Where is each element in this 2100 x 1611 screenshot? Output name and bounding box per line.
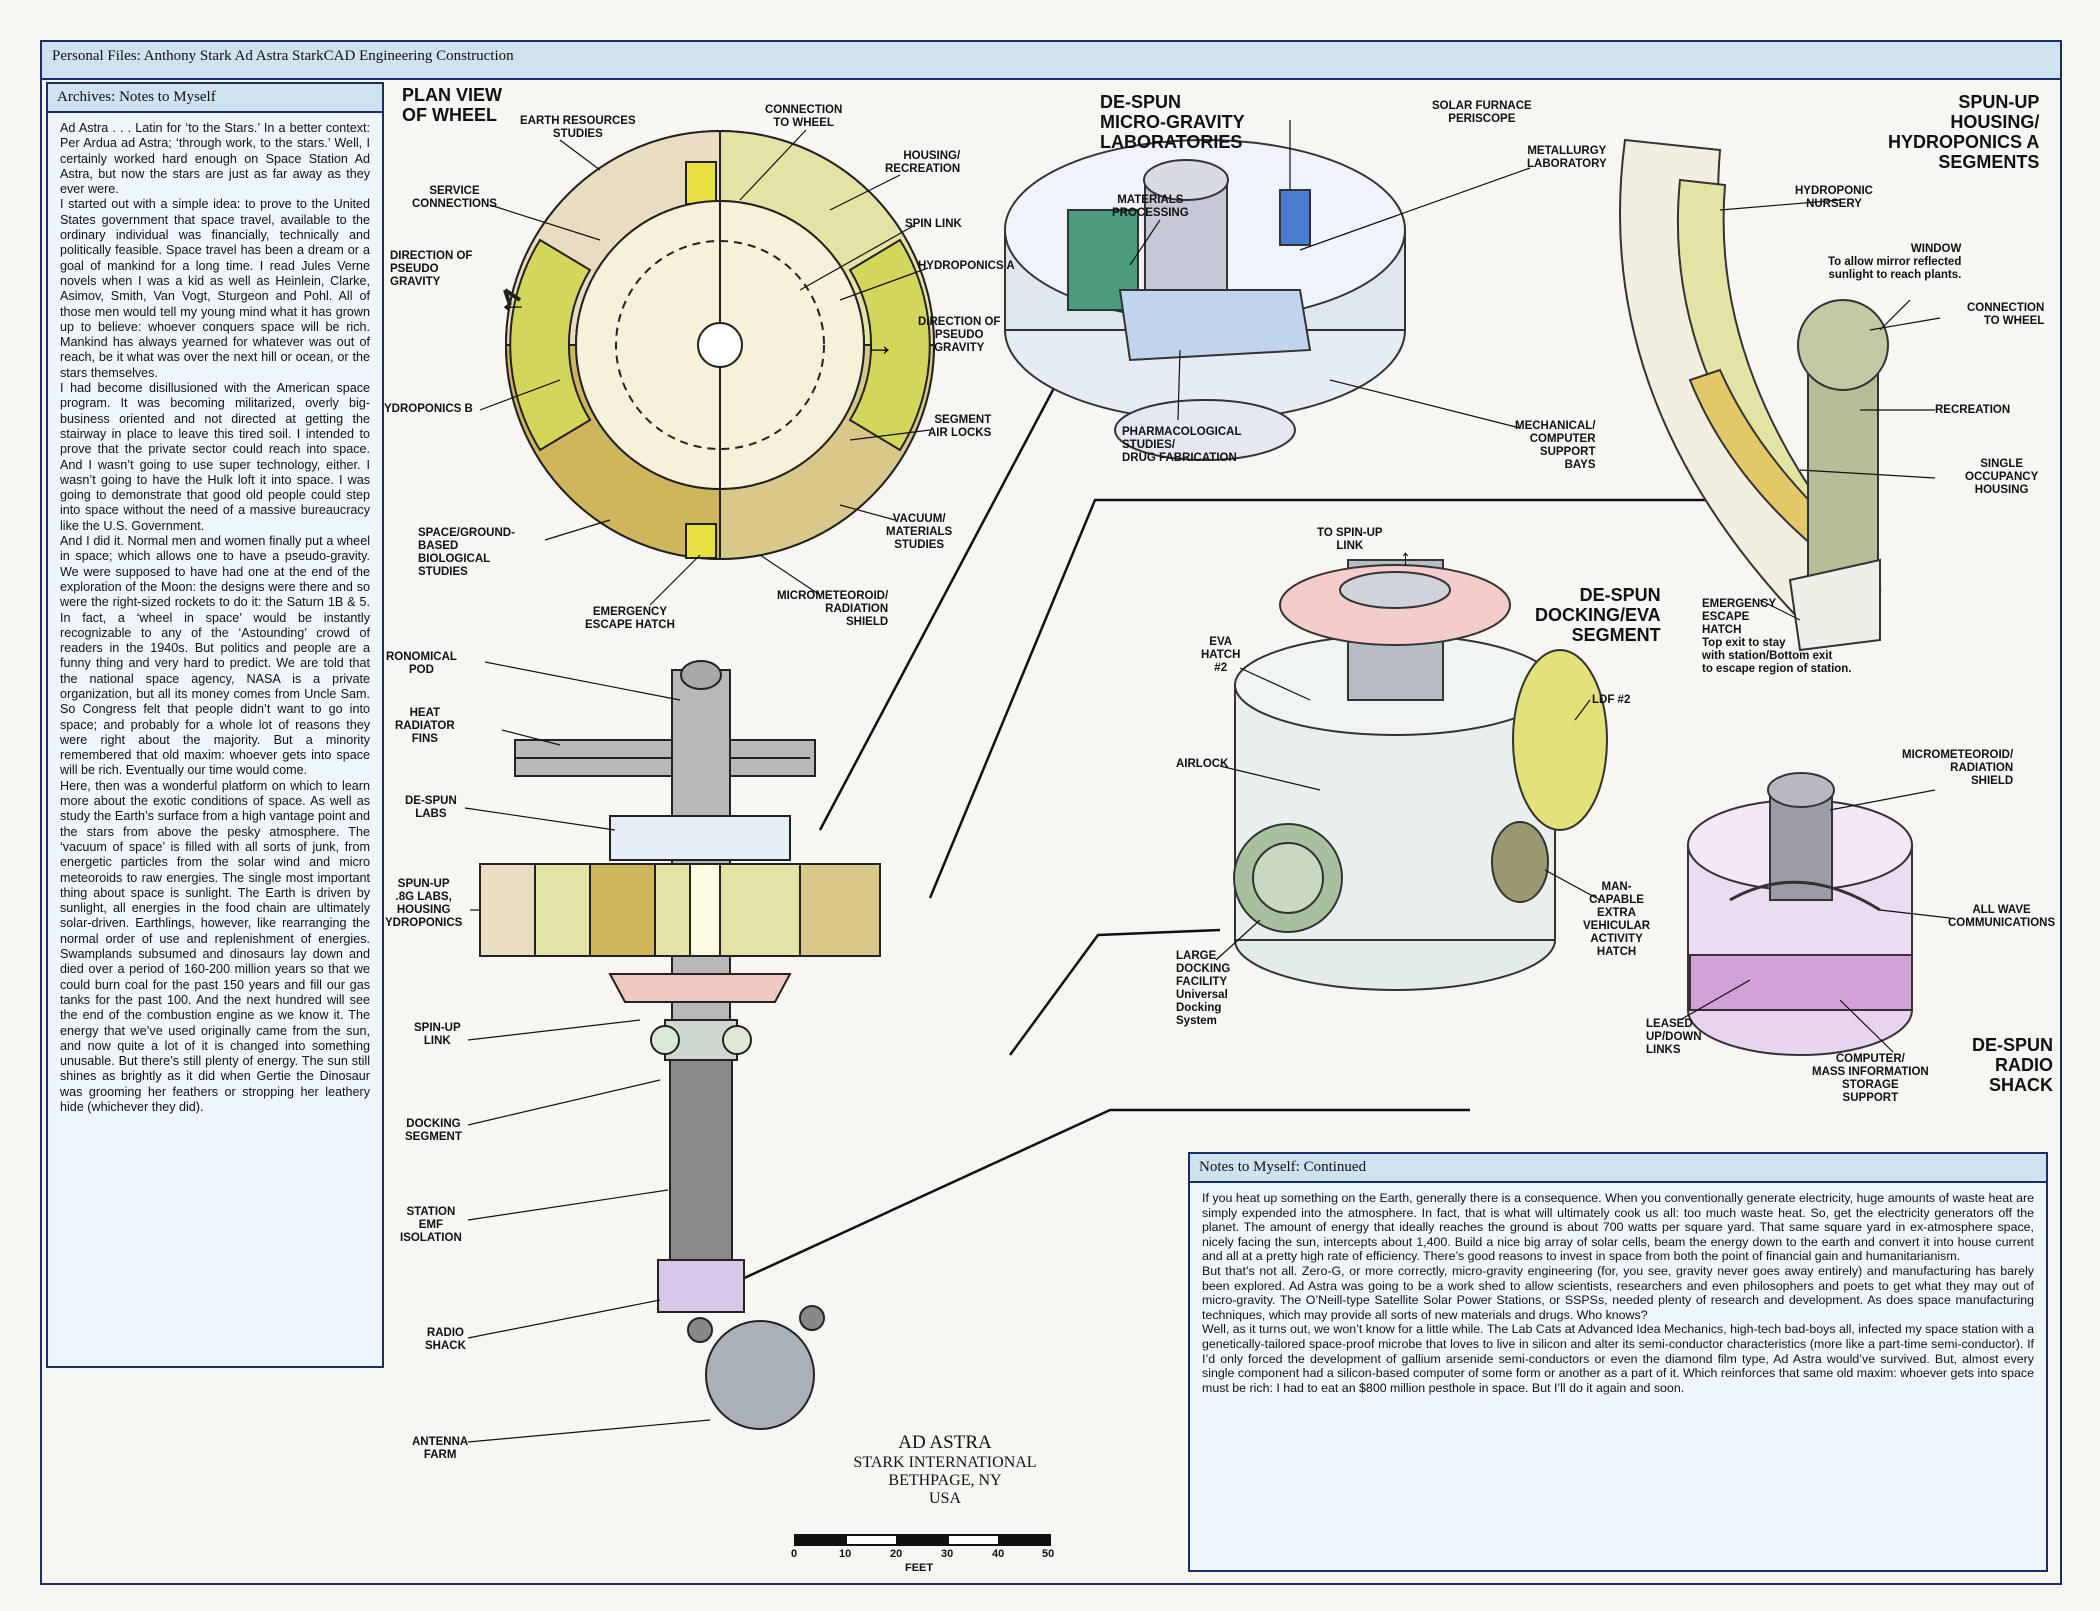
scale-tick: 10 [839, 1548, 852, 1560]
label-radio-shack: RADIO SHACK [425, 1327, 466, 1352]
imprint-city: BETHPAGE, NY [888, 1472, 1002, 1489]
continued-panel: Notes to Myself: Continued If you heat u… [1188, 1152, 2048, 1572]
label-despun-labs: DE-SPUN LABS [405, 795, 457, 820]
scale-bar [794, 1534, 1051, 1546]
continued-title: Notes to Myself: Continued [1190, 1154, 2046, 1183]
scale-tick: 50 [1042, 1548, 1055, 1560]
archives-paragraph: I had become disillusioned with the Amer… [60, 381, 370, 533]
micro-gravity-lab-drawing [1004, 139, 1406, 461]
label-micrometeoroid: MICROMETEOROID/ RADIATION SHIELD [777, 590, 889, 628]
micro-leaders [1129, 120, 1531, 429]
spun-leaders [1719, 199, 1941, 621]
label-spunup-labs: SPUN-UP .8G LABS, HOUSING YDROPONICS [385, 878, 463, 929]
archives-paragraph: Here, then was a wonderful platform on w… [60, 778, 370, 1114]
label-large-docking: LARGE DOCKING FACILITY Universal Docking… [1176, 950, 1231, 1027]
label-eva-hatch: EVA HATCH #2 [1201, 636, 1241, 674]
label-hydroponic-nursery: HYDROPONIC NURSERY [1795, 185, 1873, 210]
docking-leaders [1215, 667, 1601, 961]
label-airlock: AIRLOCK [1176, 758, 1229, 770]
label-astronomical-pod: RONOMICAL POD [386, 651, 457, 676]
archives-paragraph: Ad Astra . . . Latin for ‘to the Stars.’… [60, 121, 370, 197]
direction-left-arrow: ← [498, 286, 528, 319]
plan-leaders [479, 129, 931, 606]
radio-shack-drawing [1687, 772, 1913, 1056]
archives-paragraph: I started out with a simple idea: to pro… [60, 197, 370, 380]
station-leaders [464, 661, 711, 1443]
continued-paragraph: But that’s not all. Zero-G, or more corr… [1202, 1263, 2034, 1322]
continued-paragraph: If you heat up something on the Earth, g… [1202, 1191, 2034, 1264]
docking-segment-drawing [1233, 559, 1608, 991]
imprint-country: USA [928, 1490, 961, 1507]
continued-paragraph: Well, as it turns out, we won’t know for… [1202, 1322, 2034, 1395]
archives-body: Ad Astra . . . Latin for ‘to the Stars.’… [48, 113, 382, 1123]
label-direction-left: DIRECTION OF PSEUDO GRAVITY [390, 250, 473, 288]
label-direction-right: DIRECTION OF PSEUDO GRAVITY [918, 316, 1001, 354]
label-housing-recreation: HOUSING/ RECREATION [885, 150, 961, 175]
label-antenna-farm: ANTENNA FARM [412, 1436, 469, 1461]
label-hydroponics-b: YDROPONICS B [384, 403, 473, 415]
label-man-capable: MAN- CAPABLE EXTRA VEHICULAR ACTIVITY HA… [1583, 881, 1651, 958]
label-connection-wheel: CONNECTION TO WHEEL [765, 104, 843, 129]
label-service-connections: SERVICE CONNECTIONS [412, 185, 497, 210]
up-arrow: ↑ [1400, 545, 1411, 570]
scale-tick: 0 [791, 1548, 798, 1560]
label-pharmacological: PHARMACOLOGICAL STUDIES/ DRUG FABRICATIO… [1122, 426, 1242, 464]
radio-shack-title: DE-SPUN RADIO SHACK [1972, 1035, 2054, 1095]
label-to-spinup: TO SPIN-UP LINK [1317, 527, 1383, 552]
label-single-occupancy: SINGLE OCCUPANCY HOUSING [1965, 458, 2039, 496]
label-earth-resources: EARTH RESOURCES STUDIES [520, 115, 636, 140]
label-window: WINDOW To allow mirror reflected sunligh… [1828, 243, 1962, 281]
label-mechanical-computer: MECHANICAL/ COMPUTER SUPPORT BAYS [1515, 420, 1596, 471]
header-title: Personal Files: Anthony Stark Ad Astra S… [52, 48, 514, 64]
archives-title: Archives: Notes to Myself [48, 84, 382, 113]
continued-body: If you heat up something on the Earth, g… [1190, 1183, 2046, 1403]
imprint-block: AD ASTRA STARK INTERNATIONAL BETHPAGE, N… [790, 1432, 1100, 1508]
label-materials-processing: MATERIALS PROCESSING [1112, 194, 1189, 219]
scale-tick: 40 [992, 1548, 1005, 1560]
label-all-wave: ALL WAVE COMMUNICATIONS [1948, 904, 2056, 929]
spun-up-title: SPUN-UP HOUSING/ HYDROPONICS A SEGMENTS [1888, 92, 2040, 172]
label-emergency-escape: EMERGENCY ESCAPE HATCH Top exit to stay … [1702, 598, 1852, 675]
label-metallurgy: METALLURGY LABORATORY [1527, 145, 1607, 170]
label-spin-link: SPIN LINK [905, 218, 962, 230]
docking-title: DE-SPUN DOCKING/EVA SEGMENT [1535, 585, 1661, 645]
archives-paragraph: And I did it. Normal men and women final… [60, 534, 370, 778]
label-segment-airlocks: SEGMENT AIR LOCKS [928, 414, 992, 439]
plan-view-title: PLAN VIEW OF WHEEL [402, 85, 503, 125]
direction-right-arrow: → [865, 329, 895, 362]
label-computer-storage: COMPUTER/ MASS INFORMATION STORAGE SUPPO… [1812, 1053, 1929, 1104]
label-spun-connection: CONNECTION TO WHEEL [1967, 302, 2045, 327]
label-solar-furnace: SOLAR FURNACE PERISCOPE [1432, 100, 1532, 125]
radio-leaders [1679, 789, 1951, 1053]
header-bar: Personal Files: Anthony Stark Ad Astra S… [40, 40, 2062, 80]
scale-unit: FEET [905, 1562, 934, 1574]
label-ldf: LDF #2 [1592, 694, 1631, 706]
label-spinup-link: SPIN-UP LINK [414, 1022, 461, 1047]
archives-panel: Archives: Notes to Myself Ad Astra . . .… [46, 82, 384, 1368]
scale-tick: 20 [890, 1548, 903, 1560]
micro-gravity-title: DE-SPUN MICRO-GRAVITY LABORATORIES [1100, 92, 1245, 152]
imprint-org: STARK INTERNATIONAL [853, 1454, 1037, 1471]
scale-tick: 30 [941, 1548, 954, 1560]
spun-up-segment-drawing [1619, 138, 1889, 652]
label-heat-radiator: HEAT RADIATOR FINS [395, 707, 455, 745]
label-space-ground: SPACE/GROUND- BASED BIOLOGICAL STUDIES [418, 527, 515, 578]
imprint-name: AD ASTRA [898, 1432, 992, 1453]
label-recreation: RECREATION [1935, 404, 2011, 416]
label-emf-isolation: STATION EMF ISOLATION [400, 1206, 462, 1244]
label-vacuum-materials: VACUUM/ MATERIALS STUDIES [886, 513, 953, 551]
label-emergency-hatch: EMERGENCY ESCAPE HATCH [585, 606, 675, 631]
label-leased-links: LEASED UP/DOWN LINKS [1646, 1018, 1702, 1056]
station-elevation [479, 660, 881, 1430]
label-hydroponics-a: HYDROPONICS A [918, 260, 1015, 272]
plan-view-wheel [503, 129, 936, 561]
label-radio-micrometeoroid: MICROMETEOROID/ RADIATION SHIELD [1902, 749, 2014, 787]
label-docking-segment: DOCKING SEGMENT [405, 1118, 462, 1143]
